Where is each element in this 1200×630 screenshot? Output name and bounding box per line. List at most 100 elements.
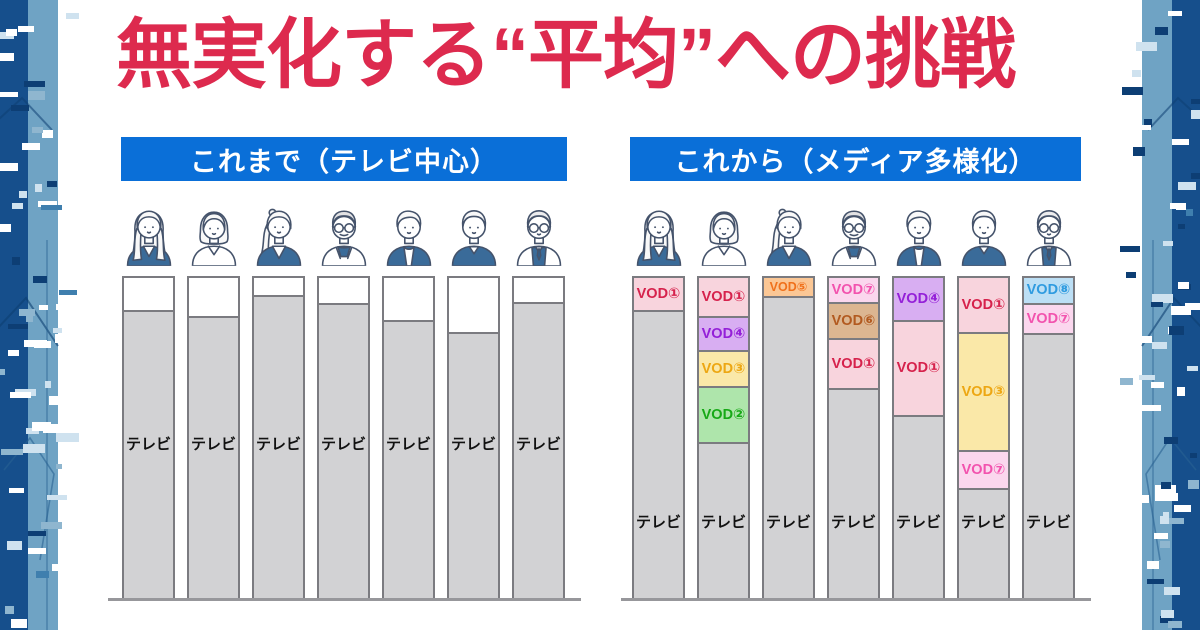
avatar [186,205,242,267]
bar-segment-vod3: VOD③ [959,334,1008,452]
bar-segment-vod1: VOD① [959,278,1008,334]
empty-segment [254,278,303,297]
empty-segment [449,278,498,334]
bar-segment-vod8: VOD⑧ [1024,278,1073,305]
tv-segment-label: テレビ [635,514,681,531]
person-column: テレビ [252,205,305,600]
right-decor-pixel-band [1120,0,1200,630]
tv-segment-label: テレビ [700,514,746,531]
bar-segment-tv [829,390,878,598]
bar-segment-vod3: VOD③ [699,352,748,388]
tv-segment-label: テレビ [125,436,171,453]
bar-segment-tv [514,304,563,598]
bar-segment-vod6: VOD⑥ [829,304,878,340]
tv-segment-label: テレビ [895,514,941,531]
avatar-woman-ponytail-icon [761,205,817,267]
tv-segment-label: テレビ [1025,514,1071,531]
bar-segment-tv [189,318,238,598]
bar-segment-tv [319,305,368,598]
avatar-woman-bob-icon [186,205,242,267]
avatar-young-man-jacket-icon [381,205,437,267]
empty-segment [319,278,368,305]
avatar [631,205,687,267]
stacked-bar: テレビ [447,276,500,600]
baseline-past [108,598,581,601]
stacked-bar: テレビ [187,276,240,600]
stacked-bar: VOD① テレビ [632,276,685,600]
chart-past: テレビテレビテレビテレビテレビテレビテレビ [122,205,565,600]
avatar [381,205,437,267]
avatar-woman-bob-icon [696,205,752,267]
page-title: 無実化する“平均”への挑戦 [116,13,1016,98]
avatar [1021,205,1077,267]
avatar [251,205,307,267]
bar-segment-vod7: VOD⑦ [1024,305,1073,335]
avatar-woman-long-hair-icon [121,205,177,267]
avatar-young-man-vneck-icon [956,205,1012,267]
person-column: テレビ [187,205,240,600]
empty-segment [124,278,173,312]
avatar [511,205,567,267]
person-column: VOD① テレビ [632,205,685,600]
tv-segment-label: テレビ [255,436,301,453]
avatar [696,205,752,267]
person-column: テレビ [317,205,370,600]
stacked-bar: テレビ [317,276,370,600]
tv-segment-label: テレビ [450,436,496,453]
avatar [316,205,372,267]
stacked-bar: テレビ [382,276,435,600]
tv-segment-label: テレビ [765,514,811,531]
bar-segment-tv [634,312,683,598]
person-column: テレビ [122,205,175,600]
person-column: テレビ [447,205,500,600]
bar-segment-vod1: VOD① [829,340,878,390]
avatar-young-man-jacket-icon [891,205,947,267]
avatar [956,205,1012,267]
stacked-bar: テレビ [252,276,305,600]
tv-segment-label: テレビ [190,436,236,453]
stacked-bar: テレビ [122,276,175,600]
bar-segment-tv [959,490,1008,598]
tv-segment-label: テレビ [320,436,366,453]
avatar-man-glasses-vest-icon [511,205,567,267]
avatar [891,205,947,267]
bar-segment-tv [1024,335,1073,598]
empty-segment [384,278,433,322]
avatar [446,205,502,267]
bar-segment-vod7: VOD⑦ [959,452,1008,490]
section-header-now: これから（メディア多様化） [630,137,1081,181]
bar-segment-vod2: VOD② [699,388,748,444]
tv-segment-label: テレビ [960,514,1006,531]
avatar [761,205,817,267]
empty-segment [514,278,563,304]
bar-segment-tv [764,298,813,598]
bar-segment-tv [124,312,173,598]
bar-segment-tv [699,444,748,598]
avatar [826,205,882,267]
avatar-woman-long-hair-icon [631,205,687,267]
avatar-senior-man-glasses-icon [826,205,882,267]
bar-segment-tv [384,322,433,598]
bar-segment-tv [254,297,303,598]
bar-segment-tv [894,417,943,598]
bar-segment-vod1: VOD① [699,278,748,318]
bar-segment-vod1: VOD① [894,322,943,417]
tv-segment-label: テレビ [515,436,561,453]
bar-segment-vod1: VOD① [634,278,683,312]
avatar-woman-ponytail-icon [251,205,307,267]
avatar-man-glasses-vest-icon [1021,205,1077,267]
left-decor-pixel-band [0,0,80,630]
empty-segment [189,278,238,318]
tv-segment-label: テレビ [830,514,876,531]
person-column: テレビ [512,205,565,600]
